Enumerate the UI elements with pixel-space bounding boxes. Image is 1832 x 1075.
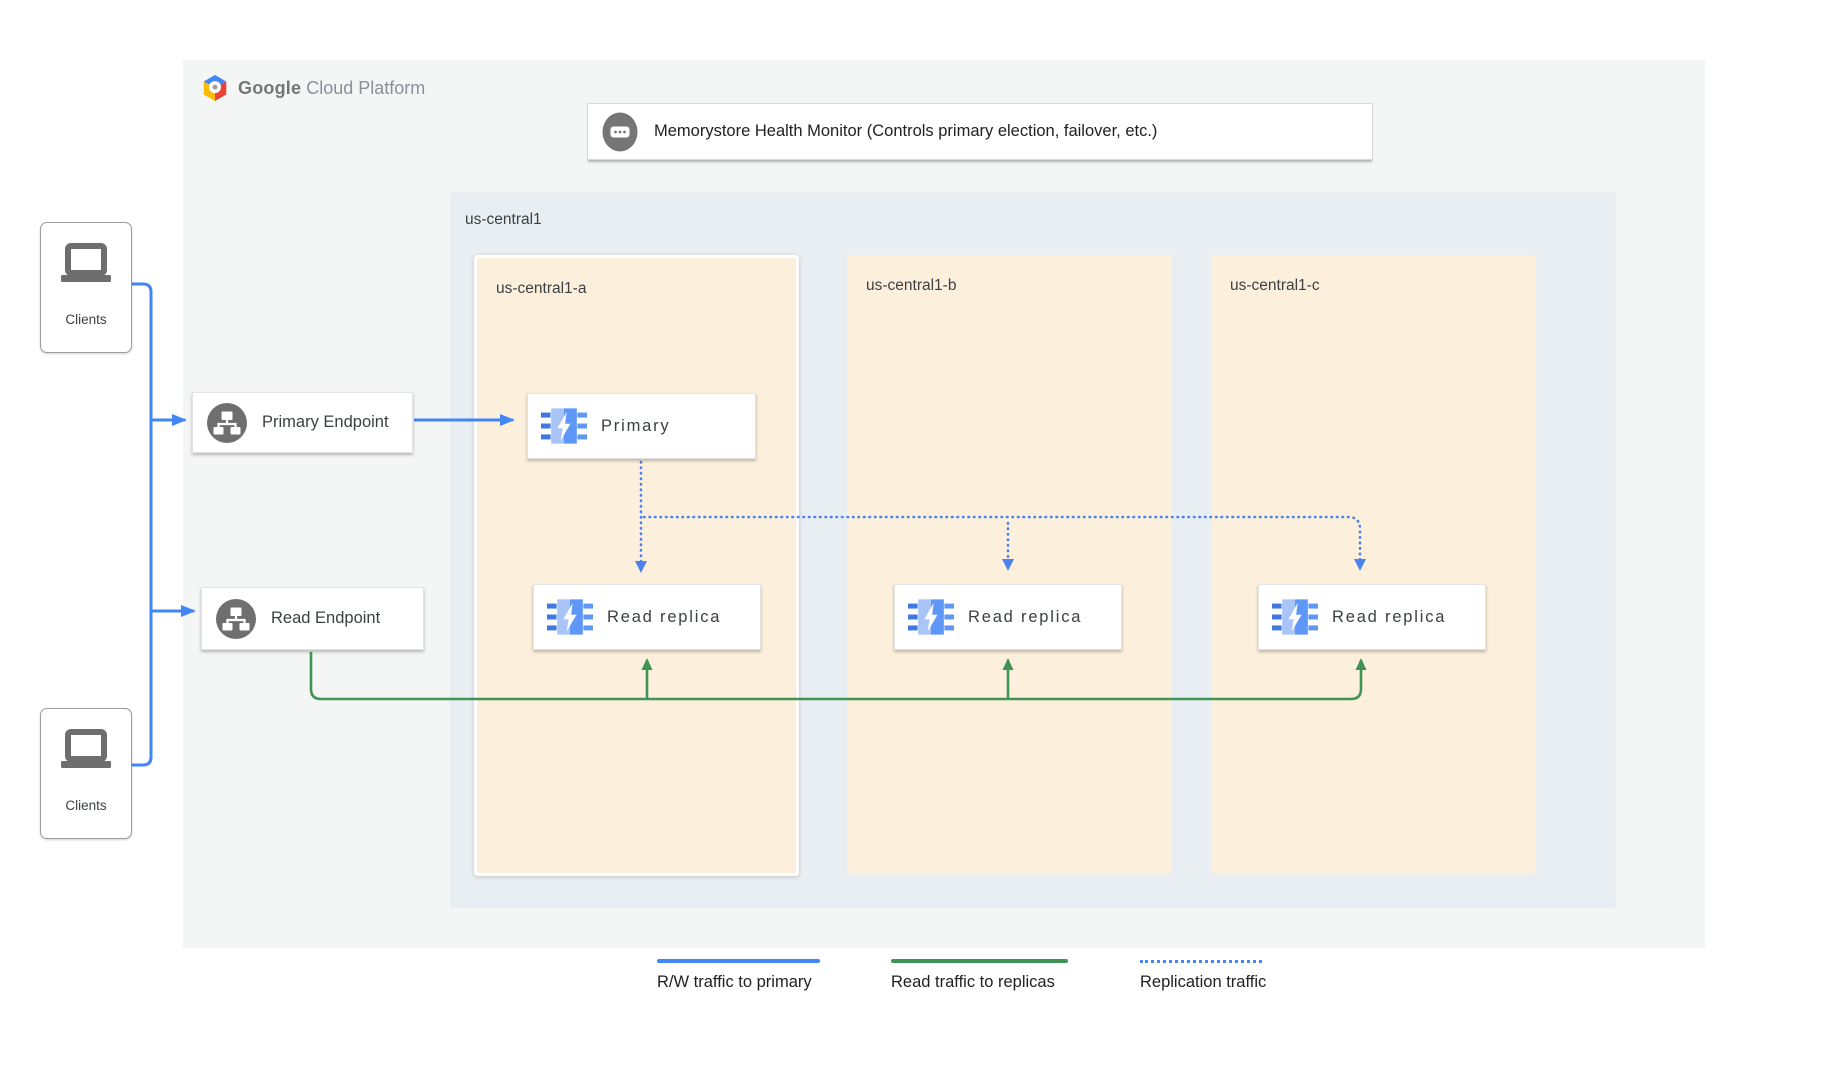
laptop-icon: [61, 729, 111, 768]
read-replica-b-label: Read replica: [968, 607, 1083, 626]
legend-rw-label: R/W traffic to primary: [657, 973, 812, 991]
brand-cloud-platform: Cloud Platform: [306, 77, 426, 98]
zone-us-central1-b: us-central1-b: [847, 255, 1172, 874]
legend-rw-traffic: R/W traffic to primary: [657, 959, 820, 992]
memorystore-icon: [547, 599, 593, 635]
read-replica-c-box: Read replica: [1258, 584, 1486, 650]
health-monitor-label: Memorystore Health Monitor (Controls pri…: [654, 122, 1158, 140]
gcp-logo: Google Cloud Platform: [201, 75, 425, 101]
health-monitor-box: Memorystore Health Monitor (Controls pri…: [587, 103, 1373, 160]
memorystore-icon: [541, 408, 587, 444]
gcp-hexagon-icon: [203, 75, 227, 101]
network-icon: [207, 402, 247, 443]
zone-us-central1-c: us-central1-c: [1211, 255, 1536, 874]
primary-endpoint-box: Primary Endpoint: [192, 392, 413, 453]
legend-replication-traffic: Replication traffic: [1140, 960, 1266, 992]
legend-dotted-line: [1140, 960, 1262, 963]
legend-green-line: [891, 959, 1068, 963]
primary-endpoint-label: Primary Endpoint: [262, 413, 389, 431]
legend-replication-label: Replication traffic: [1140, 973, 1267, 991]
clients-top-box: Clients: [40, 222, 132, 353]
read-replica-a-label: Read replica: [607, 607, 722, 626]
laptop-icon: [61, 243, 111, 282]
memorystore-icon: [1272, 599, 1318, 635]
clients-top-label: Clients: [65, 312, 107, 327]
read-replica-b-box: Read replica: [894, 584, 1122, 650]
clients-bottom-box: Clients: [40, 708, 132, 839]
read-replica-c-label: Read replica: [1332, 607, 1447, 626]
clients-bottom-label: Clients: [65, 798, 107, 813]
network-icon: [216, 598, 256, 639]
primary-node-box: Primary: [527, 393, 756, 459]
legend-read-traffic: Read traffic to replicas: [891, 959, 1068, 992]
brand-text: Google Cloud Platform: [238, 78, 425, 99]
zone-c-label: us-central1-c: [1230, 277, 1320, 294]
region-label: us-central1: [465, 211, 542, 228]
legend-blue-line: [657, 959, 820, 963]
chat-dots-icon: [602, 112, 638, 151]
read-endpoint-box: Read Endpoint: [201, 587, 424, 650]
primary-node-label: Primary: [601, 416, 671, 435]
zone-us-central1-a: us-central1-a: [474, 255, 799, 876]
clients-trunk-line: [130, 282, 153, 767]
brand-google: Google: [238, 77, 302, 98]
read-replica-a-box: Read replica: [533, 584, 761, 650]
read-endpoint-label: Read Endpoint: [271, 609, 381, 627]
memorystore-icon: [908, 599, 954, 635]
zone-a-label: us-central1-a: [496, 280, 587, 297]
legend-read-label: Read traffic to replicas: [891, 973, 1055, 991]
zone-b-label: us-central1-b: [866, 277, 957, 294]
